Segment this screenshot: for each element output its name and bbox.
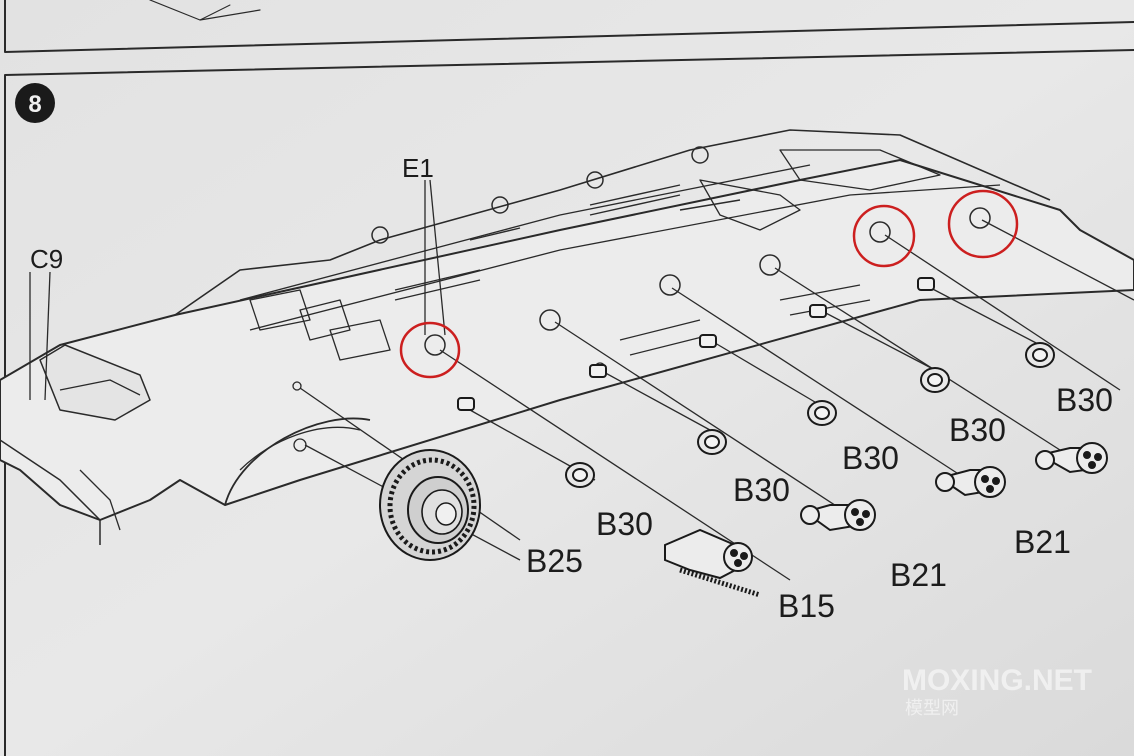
- watermark-sub: 模型网: [905, 698, 959, 718]
- label-c9: C9: [30, 244, 63, 274]
- highlight-circle: [399, 321, 461, 379]
- label-b30: B30: [842, 440, 899, 476]
- label-b30: B30: [949, 412, 1006, 448]
- return-rollers-b30: [457, 277, 1055, 488]
- label-b25: B25: [526, 543, 583, 579]
- label-b30: B30: [1056, 382, 1113, 418]
- previous-step-panel: [4, 0, 1134, 53]
- highlight-circle: [947, 189, 1019, 259]
- highlight-circles: [399, 189, 1019, 379]
- step-panel-border: [4, 49, 1134, 756]
- label-b30: B30: [733, 472, 790, 508]
- step-number: 8: [28, 91, 41, 118]
- highlight-circle: [852, 204, 916, 268]
- step-number-badge: 8: [15, 83, 55, 123]
- label-b15: B15: [778, 588, 835, 624]
- watermark: MOXING.NET 模型网: [902, 664, 1092, 718]
- hull-drawing: [0, 129, 1134, 545]
- label-b21: B21: [1014, 524, 1071, 560]
- road-wheel-b25: [379, 449, 481, 561]
- label-b30: B30: [596, 506, 653, 542]
- suspension-arms: [664, 442, 1108, 598]
- watermark-main: MOXING.NET: [902, 664, 1092, 697]
- label-e1: E1: [402, 153, 434, 183]
- label-b21: B21: [890, 557, 947, 593]
- part-labels: E1 C9 B25 B15 B30 B30 B30 B30 B30 B21 B2…: [30, 153, 1113, 624]
